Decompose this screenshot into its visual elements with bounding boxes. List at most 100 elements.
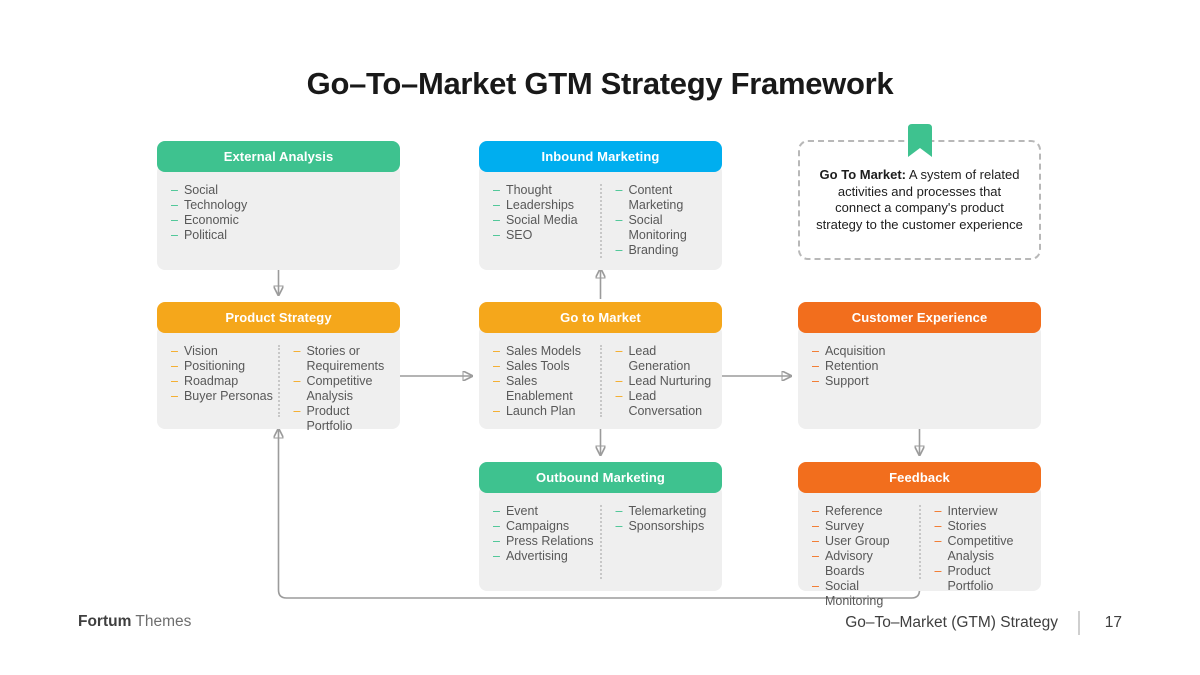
- item-list: –Lead Generation–Lead Nurturing–Lead Con…: [602, 344, 723, 421]
- list-item: –Campaigns: [493, 519, 596, 534]
- list-item: –Vision: [171, 344, 274, 359]
- list-item: –Telemarketing: [616, 504, 719, 519]
- item-dash: –: [934, 534, 942, 548]
- item-dash: –: [493, 213, 500, 227]
- list-item: –Event: [493, 504, 596, 519]
- item-dash: –: [493, 374, 500, 388]
- item-dash: –: [171, 198, 178, 212]
- box-header: Customer Experience: [798, 302, 1041, 333]
- item-label: Campaigns: [505, 519, 570, 533]
- item-label: Survey: [824, 519, 864, 533]
- box-header: Feedback: [798, 462, 1041, 493]
- footer-section-title: Go–To–Market (GTM) Strategy: [845, 614, 1058, 631]
- item-label: Sales Tools: [505, 359, 570, 373]
- box-title: Go to Market: [560, 310, 641, 325]
- item-dash: –: [812, 579, 819, 593]
- item-label: Social Monitoring: [628, 213, 687, 242]
- item-list: –Vision–Positioning–Roadmap–Buyer Person…: [157, 344, 278, 421]
- box-header: Go to Market: [479, 302, 722, 333]
- item-label: Press Relations: [505, 534, 594, 548]
- list-item: –Lead Nurturing: [616, 374, 719, 389]
- item-label: Social Media: [505, 213, 578, 227]
- list-item: –Technology: [171, 198, 396, 213]
- box-title: Customer Experience: [851, 310, 988, 325]
- item-dash: –: [493, 549, 500, 563]
- item-dash: –: [293, 374, 301, 388]
- list-item: –Support: [812, 374, 1037, 389]
- item-dash: –: [171, 344, 178, 358]
- item-list: –Telemarketing–Sponsorships: [602, 504, 723, 583]
- list-item: –Reference: [812, 504, 915, 519]
- item-label: Sales Models: [505, 344, 581, 358]
- column-divider: [599, 184, 602, 258]
- item-label: Political: [183, 228, 228, 242]
- list-item: –Advertising: [493, 549, 596, 564]
- item-label: Vision: [183, 344, 218, 358]
- list-item: –Product Portfolio: [935, 564, 1038, 594]
- list-item: –Launch Plan: [493, 404, 596, 419]
- list-item: –Stories or Requirements: [294, 344, 397, 374]
- item-list: –Thought–Leaderships–Social Media–SEO: [479, 183, 600, 262]
- list-item: –Sales Enablement: [493, 374, 596, 404]
- item-dash: –: [812, 504, 819, 518]
- list-item: –Advisory Boards: [812, 549, 915, 579]
- item-label: Launch Plan: [505, 404, 576, 418]
- item-label: Social: [183, 183, 218, 197]
- item-dash: –: [615, 183, 623, 197]
- box-inbound-marketing: Inbound Marketing –Thought–Leaderships–S…: [479, 141, 722, 270]
- item-label: Social Monitoring: [824, 579, 884, 608]
- list-item: –Content Marketing: [616, 183, 719, 213]
- item-label: Product Portfolio: [947, 564, 994, 593]
- column-divider: [599, 345, 602, 417]
- item-dash: –: [493, 404, 500, 418]
- item-label: Content Marketing: [628, 183, 684, 212]
- list-item: –Economic: [171, 213, 396, 228]
- list-item: –Interview: [935, 504, 1038, 519]
- item-dash: –: [812, 519, 819, 533]
- item-dash: –: [812, 374, 819, 388]
- list-item: –Acquisition: [812, 344, 1037, 359]
- box-header: Product Strategy: [157, 302, 400, 333]
- list-item: –Retention: [812, 359, 1037, 374]
- item-label: Competitive Analysis: [306, 374, 373, 403]
- item-dash: –: [493, 228, 500, 242]
- item-label: Retention: [824, 359, 879, 373]
- item-list: –Event–Campaigns–Press Relations–Adverti…: [479, 504, 600, 583]
- box-go-to-market: Go to Market –Sales Models–Sales Tools–S…: [479, 302, 722, 429]
- item-dash: –: [293, 404, 301, 418]
- item-dash: –: [934, 519, 942, 533]
- item-label: Sponsorships: [628, 519, 705, 533]
- item-dash: –: [812, 359, 819, 373]
- item-label: Interview: [947, 504, 998, 518]
- gtm-definition-label: Go To Market:: [819, 167, 906, 182]
- page-number: 17: [1104, 614, 1122, 631]
- box-title: Inbound Marketing: [541, 149, 660, 164]
- item-label: Event: [505, 504, 538, 518]
- list-item: –Positioning: [171, 359, 274, 374]
- list-item: –Social: [171, 183, 396, 198]
- box-product-strategy: Product Strategy –Vision–Positioning–Roa…: [157, 302, 400, 433]
- list-item: –Survey: [812, 519, 915, 534]
- box-title: External Analysis: [223, 149, 334, 164]
- list-item: –Thought: [493, 183, 596, 198]
- item-dash: –: [293, 344, 301, 358]
- item-label: Product Portfolio: [306, 404, 353, 433]
- item-dash: –: [615, 213, 623, 227]
- list-item: –Lead Generation: [616, 344, 719, 374]
- item-dash: –: [493, 519, 500, 533]
- item-label: Sales Enablement: [505, 374, 573, 403]
- box-title: Feedback: [889, 470, 950, 485]
- box-outbound-marketing: Outbound Marketing –Event–Campaigns–Pres…: [479, 462, 722, 591]
- gtm-definition-text: Go To Market: A system of related activi…: [816, 167, 1023, 232]
- list-item: –Leaderships: [493, 198, 596, 213]
- item-list: –Sales Models–Sales Tools–Sales Enableme…: [479, 344, 600, 421]
- item-dash: –: [493, 198, 500, 212]
- item-dash: –: [812, 549, 819, 563]
- item-list: –Reference–Survey–User Group–Advisory Bo…: [798, 504, 919, 608]
- list-item: –Lead Conversation: [616, 389, 719, 419]
- page-title: Go–To–Market GTM Strategy Framework: [306, 66, 894, 101]
- item-dash: –: [171, 213, 178, 227]
- item-label: Lead Generation: [628, 344, 691, 373]
- item-dash: –: [812, 344, 819, 358]
